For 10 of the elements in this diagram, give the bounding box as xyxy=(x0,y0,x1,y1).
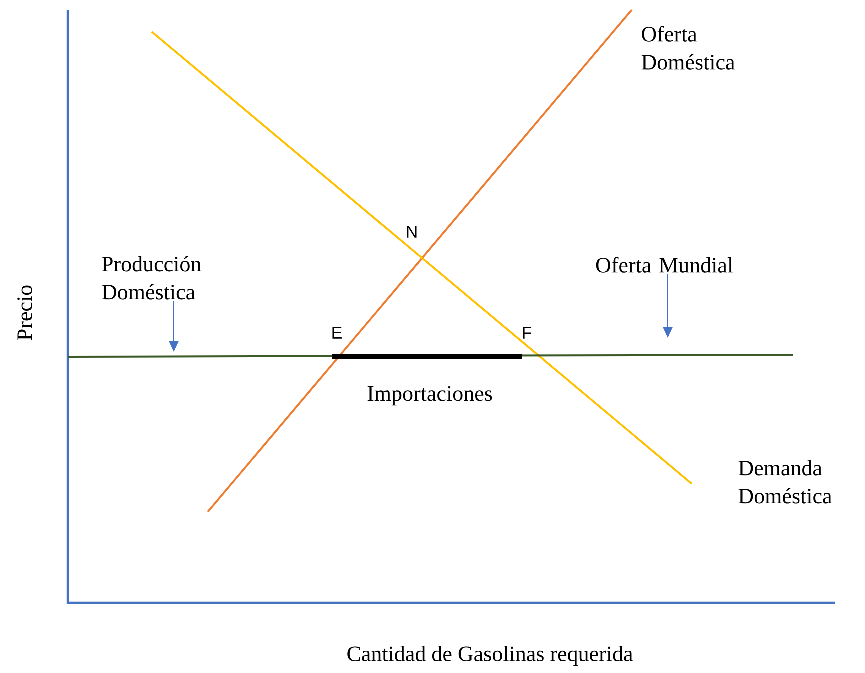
point-label: F xyxy=(523,327,532,339)
point-label: N xyxy=(407,226,417,238)
segment-label: Importaciones xyxy=(368,386,492,406)
axis-title: Precio xyxy=(18,286,32,340)
curve-label: Producción Doméstica xyxy=(102,256,202,300)
axis-title: Cantidad de Gasolinas requerida xyxy=(348,646,633,666)
point-label: E xyxy=(332,327,342,339)
curve-label: Oferta Doméstica xyxy=(642,26,735,70)
curve-label: Oferta Mundial xyxy=(596,257,734,273)
curve-label: Demanda Doméstica xyxy=(738,460,832,504)
